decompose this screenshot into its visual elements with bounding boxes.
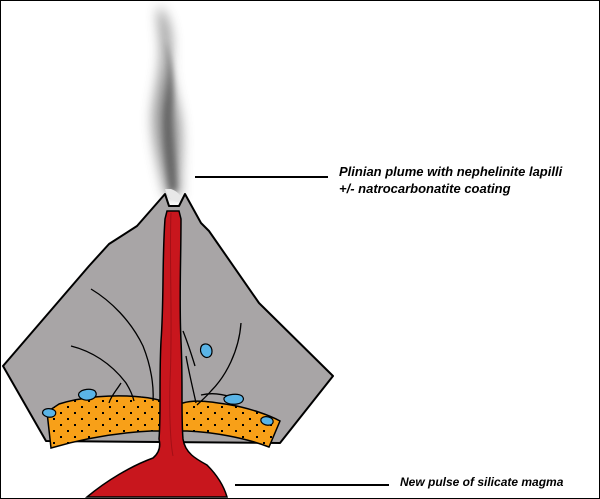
water-pockets: [42, 343, 274, 426]
plume-label-line2: +/- natrocarbonatite coating: [339, 181, 511, 196]
plume-label-line1: Plinian plume with nephelinite lapilli: [339, 164, 563, 179]
plinian-plume: [152, 6, 183, 203]
plume-label: Plinian plume with nephelinite lapilli +…: [339, 163, 562, 197]
magma-label: New pulse of silicate magma: [400, 475, 564, 489]
magma-chamber: [84, 210, 228, 498]
